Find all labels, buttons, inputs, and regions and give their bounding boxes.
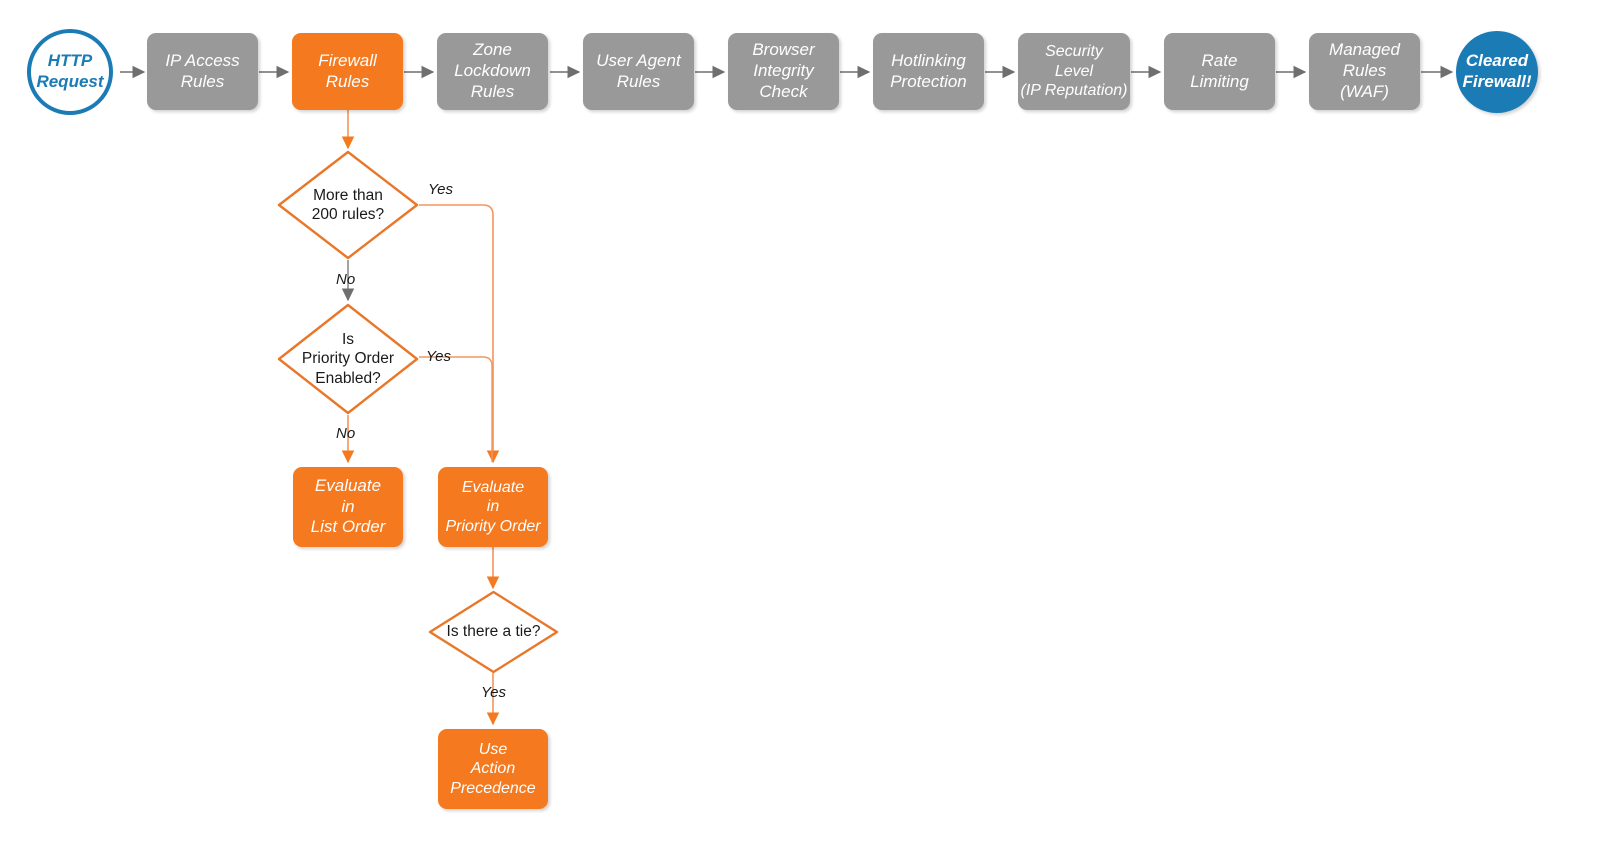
node-label: IP Access Rules xyxy=(165,50,240,91)
node-label: Security Level (IP Reputation) xyxy=(1020,43,1128,100)
node-label: Evaluate in Priority Order xyxy=(445,478,541,535)
node-label: User Agent Rules xyxy=(596,50,681,91)
edge-label-yes-tie: Yes xyxy=(481,684,507,701)
node-label: HTTP Request xyxy=(36,51,104,91)
decision-more-than-200-rules[interactable]: More than 200 rules? xyxy=(277,150,419,260)
diamond-shape xyxy=(277,303,419,415)
node-evaluate-in-priority-order[interactable]: Evaluate in Priority Order xyxy=(438,467,548,547)
node-firewall-rules[interactable]: Firewall Rules xyxy=(292,33,403,110)
node-user-agent-rules[interactable]: User Agent Rules xyxy=(583,33,694,110)
node-label: Zone Lockdown Rules xyxy=(454,40,531,101)
diamond-shape xyxy=(277,150,419,260)
node-label: Managed Rules (WAF) xyxy=(1329,40,1400,101)
node-zone-lockdown-rules[interactable]: Zone Lockdown Rules xyxy=(437,33,548,110)
node-label: Firewall Rules xyxy=(318,50,377,91)
node-evaluate-in-list-order[interactable]: Evaluate in List Order xyxy=(293,467,403,547)
decision-is-priority-order-enabled[interactable]: Is Priority Order Enabled? xyxy=(277,303,419,415)
node-label: Browser Integrity Check xyxy=(752,40,815,101)
decision-label: More than 200 rules? xyxy=(311,186,385,223)
node-label: Use Action Precedence xyxy=(450,740,536,797)
node-security-level[interactable]: Security Level (IP Reputation) xyxy=(1018,33,1130,110)
node-browser-integrity-check[interactable]: Browser Integrity Check xyxy=(728,33,839,110)
decision-label: Is there a tie? xyxy=(446,623,541,641)
node-http-request[interactable]: HTTP Request xyxy=(27,29,113,115)
node-label: Cleared Firewall! xyxy=(1462,51,1532,91)
node-label: Hotlinking Protection xyxy=(890,50,967,91)
node-ip-access-rules[interactable]: IP Access Rules xyxy=(147,33,258,110)
edge-label-no-priority-order: No xyxy=(336,425,356,442)
node-hotlinking-protection[interactable]: Hotlinking Protection xyxy=(873,33,984,110)
decision-label: Is Priority Order Enabled? xyxy=(301,330,395,387)
node-use-action-precedence[interactable]: Use Action Precedence xyxy=(438,729,548,809)
node-label: Rate Limiting xyxy=(1190,50,1249,91)
edge-label-no-200-rules: No xyxy=(336,271,356,288)
node-managed-rules-waf[interactable]: Managed Rules (WAF) xyxy=(1309,33,1420,110)
edge-label-yes-priority-order: Yes xyxy=(426,348,452,365)
node-rate-limiting[interactable]: Rate Limiting xyxy=(1164,33,1275,110)
node-cleared-firewall[interactable]: Cleared Firewall! xyxy=(1456,31,1538,113)
decision-is-there-a-tie[interactable]: Is there a tie? xyxy=(428,590,559,674)
edge-label-yes-200-rules: Yes xyxy=(428,181,454,198)
node-label: Evaluate in List Order xyxy=(310,475,386,537)
diamond-shape xyxy=(428,590,559,674)
